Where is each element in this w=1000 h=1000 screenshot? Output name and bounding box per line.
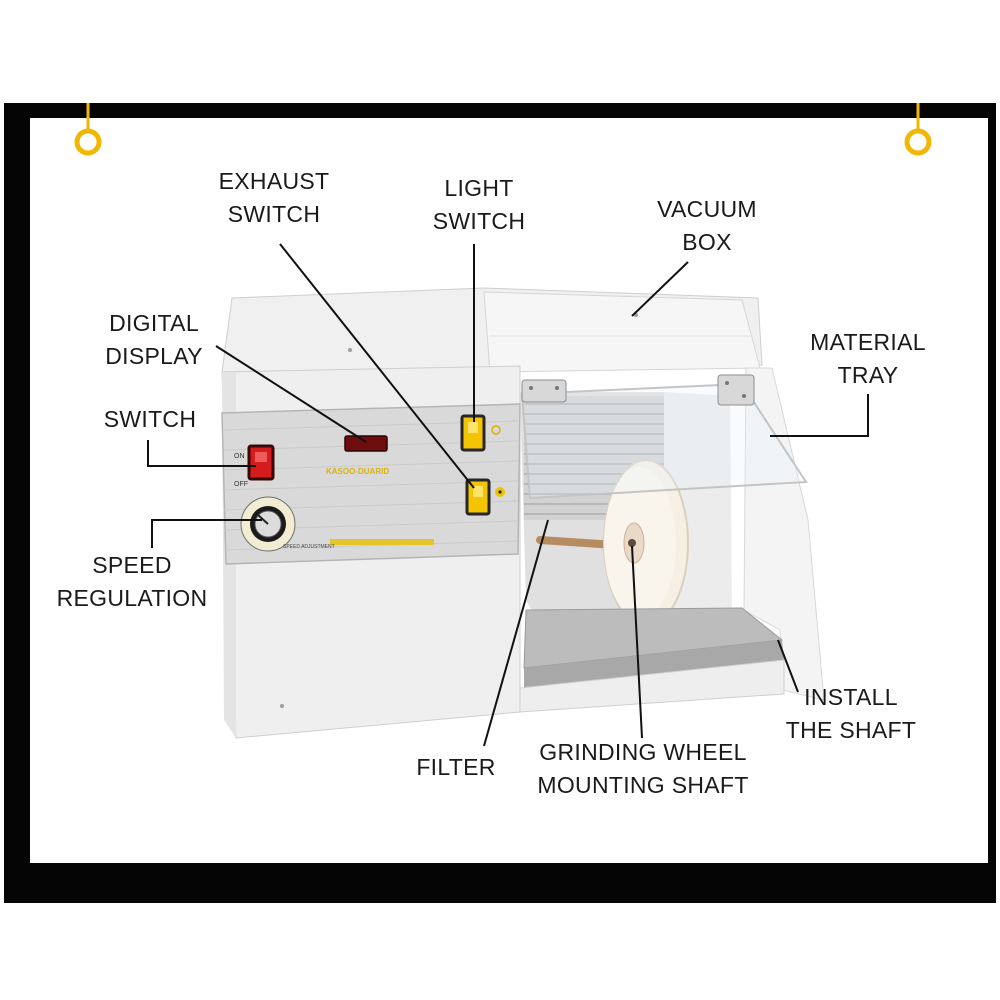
tray-front: [519, 659, 785, 713]
speed-knob[interactable]: [240, 496, 296, 552]
power-switch[interactable]: [247, 444, 275, 481]
leader-speed-regulation: [151, 519, 262, 548]
speed-adjust-label: SPEED ADJUSTMENT: [283, 544, 335, 550]
leader-exhaust-switch: [279, 243, 475, 489]
model-badge: KASOO-DUARID: [326, 467, 389, 476]
on-label: ON: [234, 453, 245, 460]
acrylic-window: [520, 382, 808, 500]
buffing-wheel: [603, 459, 689, 627]
hinge-right: [717, 374, 755, 406]
leader-switch: [147, 440, 256, 467]
fan-icon: [495, 487, 505, 497]
leader-grinding-wheel-mounting-shaft: [631, 545, 643, 739]
hanger-ring-left: [74, 103, 102, 156]
leader-digital-display: [215, 345, 367, 443]
hanger-ring-right: [904, 103, 932, 156]
control-panel: [221, 403, 521, 565]
digital-display-screen: [344, 435, 388, 452]
bulb-icon: [491, 425, 501, 435]
leader-material-tray: [770, 394, 869, 437]
label-filter: FILTER: [416, 754, 496, 780]
label-switch: SWITCH: [103, 406, 197, 432]
off-label: OFF: [234, 481, 248, 488]
leader-install-the-shaft: [777, 639, 799, 693]
vacuum-box-lid: [483, 291, 761, 373]
speed-scale-strip: [330, 539, 434, 545]
exhaust-switch[interactable]: [465, 478, 491, 516]
leader-vacuum-box: [631, 261, 689, 317]
side-wall: [743, 367, 825, 701]
leader-filter: [483, 519, 549, 747]
hinge-left: [521, 379, 567, 403]
